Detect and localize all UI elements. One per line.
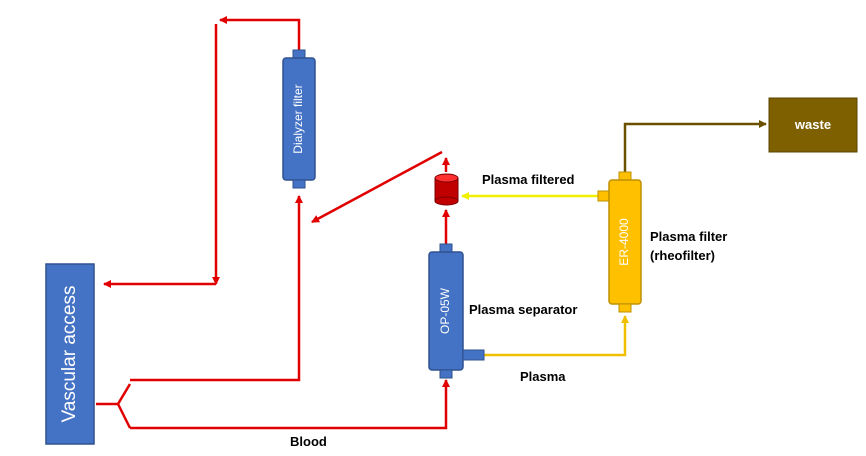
rheofilter-label: ER-4000 <box>617 218 631 266</box>
waste-line <box>623 120 767 172</box>
plasma-filter-label-line2: (rheofilter) <box>650 248 715 263</box>
rheofilter: ER-4000 <box>597 171 642 313</box>
dialyzer-filter: Dialyzer filter <box>282 49 316 189</box>
plasma-flow-label: Plasma <box>520 369 566 384</box>
dialyzer-filter-label: Dialyzer filter <box>291 84 305 153</box>
blood-line-split-upper <box>116 383 132 405</box>
plasma-separator: OP-05W <box>428 243 485 379</box>
blood-flow-label: Blood <box>290 434 327 449</box>
drip-chamber-icon <box>434 173 459 206</box>
plasma-separator-label: OP-05W <box>438 287 452 334</box>
plasma-separator-text: Plasma separator <box>469 302 577 317</box>
plasma-filter-label-line1: Plasma filter <box>650 229 727 244</box>
blood-line-diagonal-return <box>311 150 443 224</box>
waste-container: waste <box>768 97 858 153</box>
blood-line-to-dialyzer <box>130 195 303 382</box>
plasma-line <box>484 315 629 357</box>
waste-label: waste <box>794 117 831 132</box>
blood-line-to-separator <box>130 379 450 430</box>
plasma-filtered-label: Plasma filtered <box>482 172 575 187</box>
vascular-access-label: Vascular access <box>59 286 80 423</box>
vascular-access: Vascular access <box>45 263 95 445</box>
blood-line-dialyzer-out-top <box>219 16 301 50</box>
blood-line-split-lower <box>116 403 132 429</box>
